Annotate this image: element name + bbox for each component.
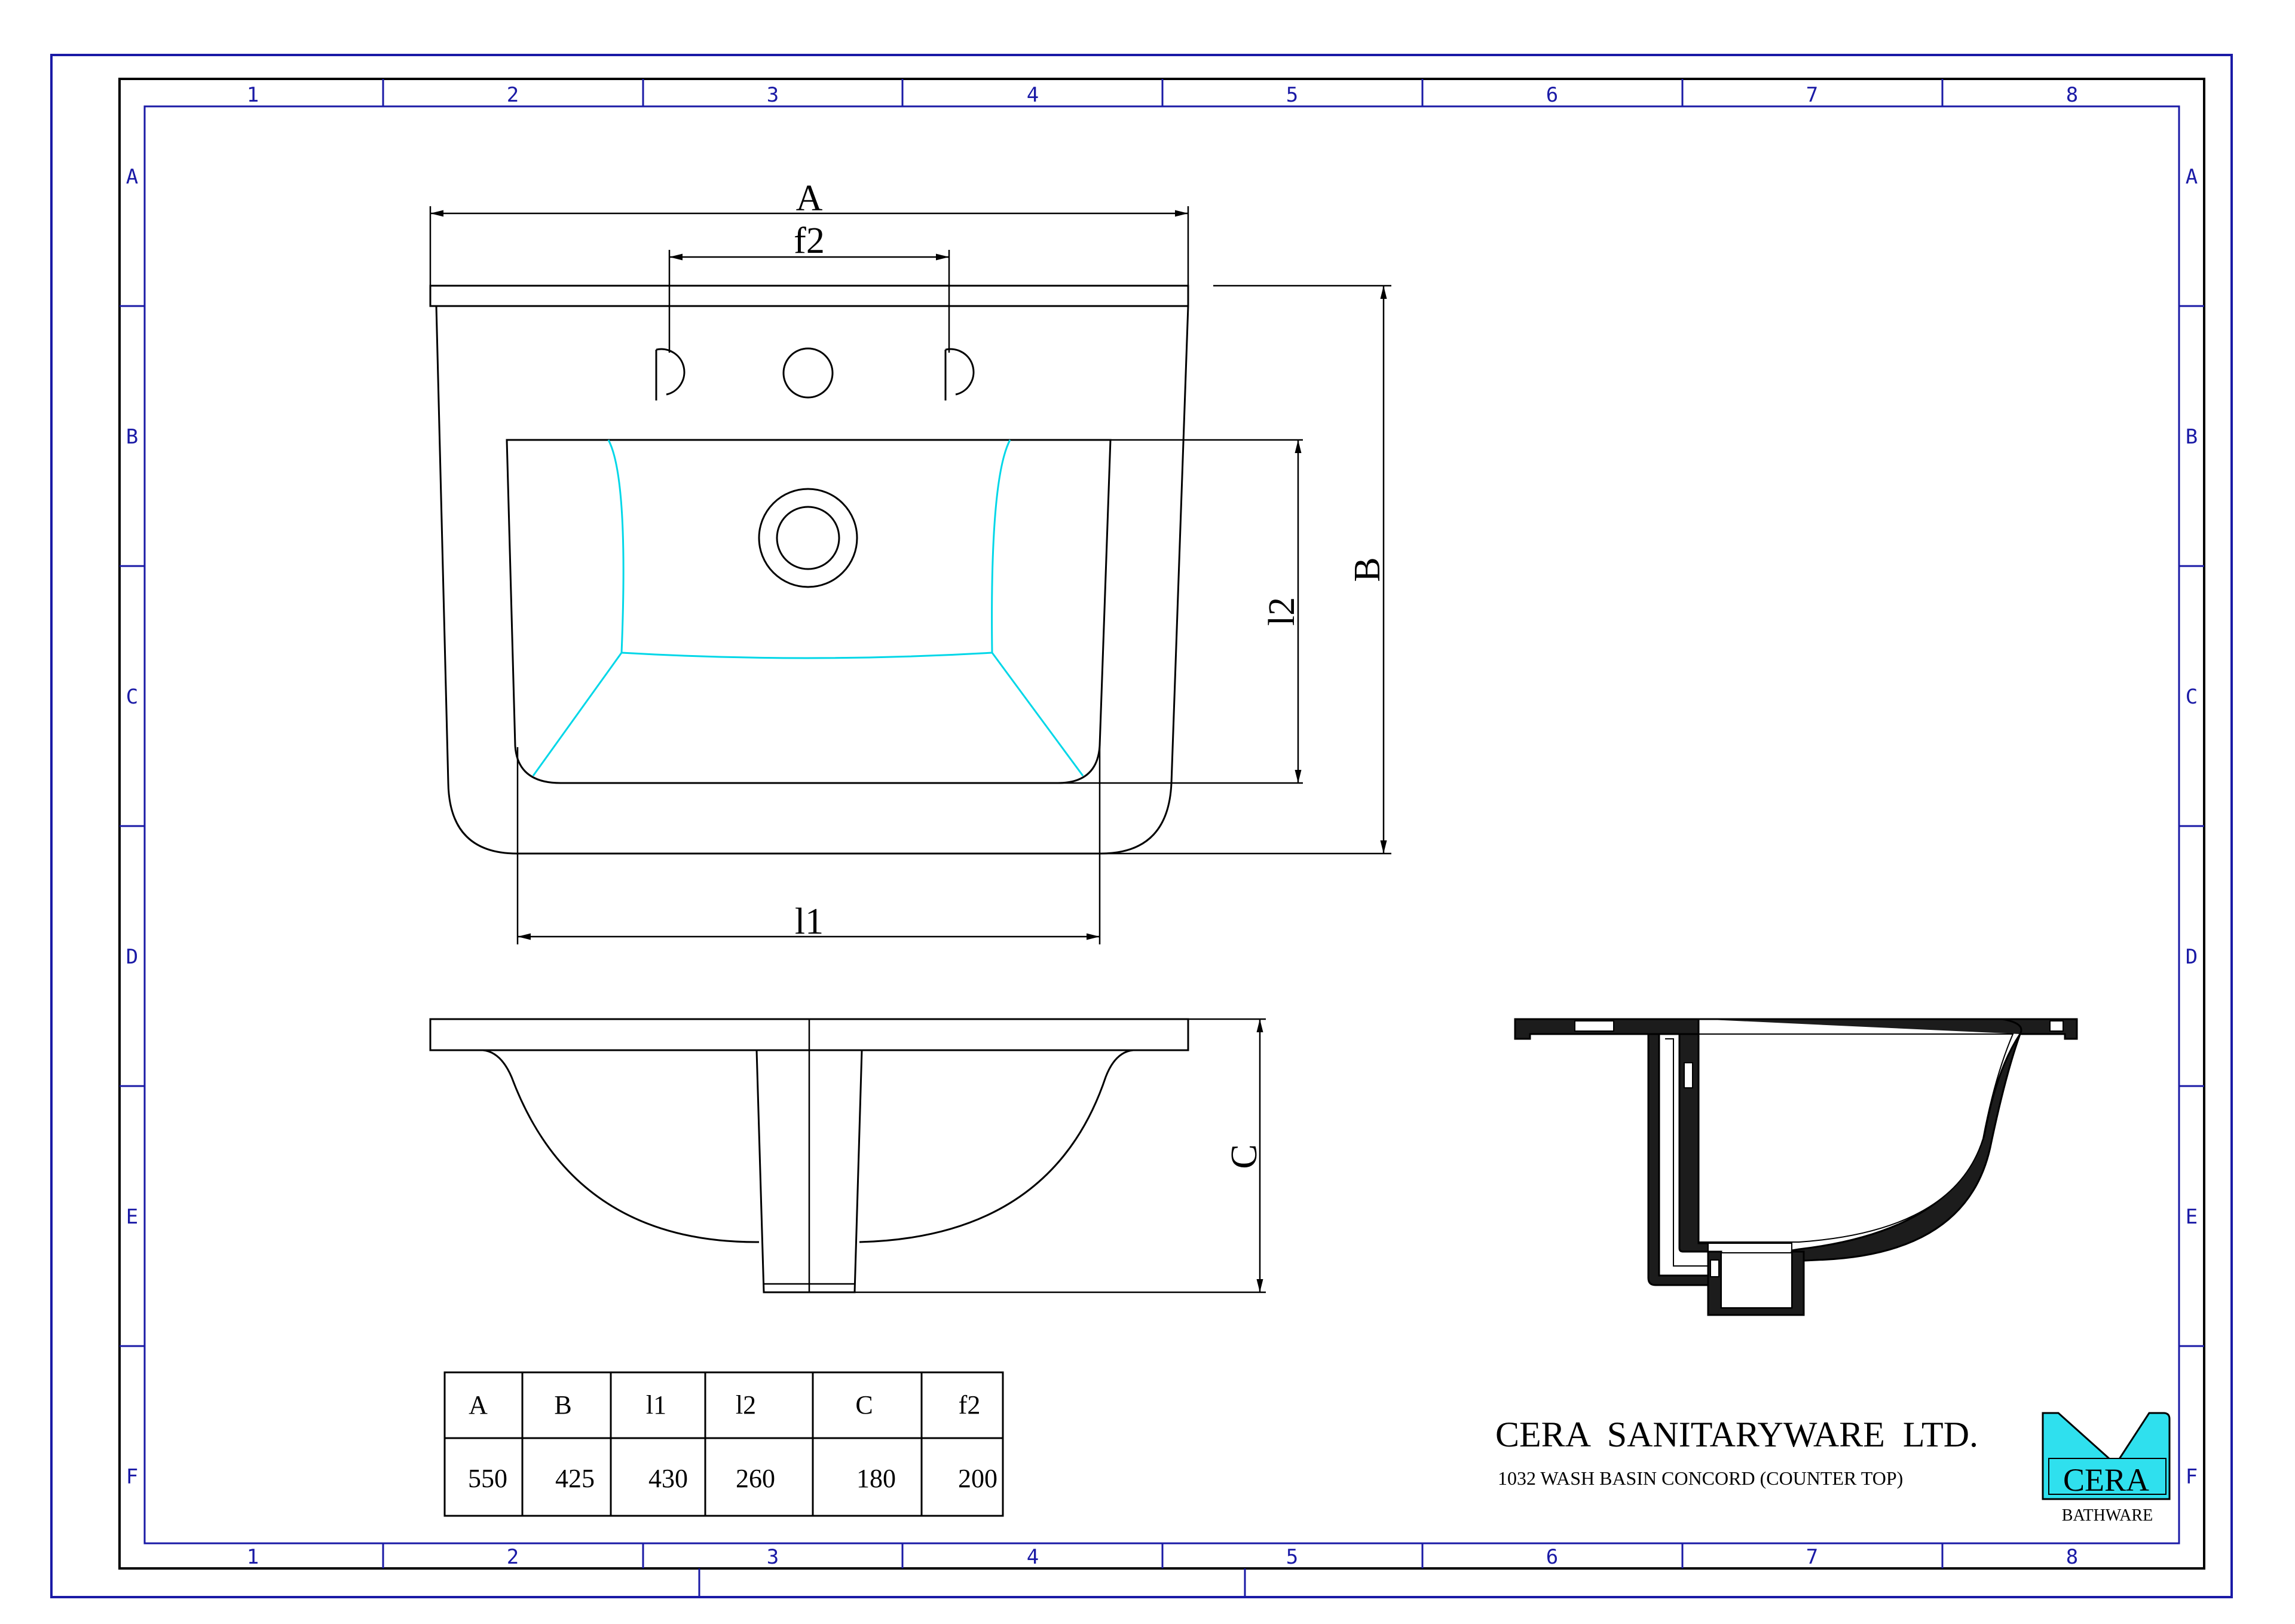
table-header-l1: l1 [646, 1390, 666, 1420]
side-view [429, 1018, 1189, 1293]
column-labels-top: 1 2 3 4 5 6 7 8 [247, 83, 2078, 107]
row-label-a: A [2186, 165, 2198, 189]
drain-inner [776, 506, 840, 570]
col-label-4: 4 [1027, 83, 1039, 107]
row-label-a: A [126, 165, 138, 189]
drain-outer [758, 488, 858, 588]
row-label-d: D [2186, 945, 2198, 969]
top-view-dimensions: A f2 B l2 l1 [429, 178, 1391, 944]
col-label-5: 5 [1286, 83, 1298, 107]
col-label-1: 1 [247, 1545, 259, 1569]
col-label-2: 2 [507, 1545, 519, 1569]
column-dividers [382, 79, 1944, 1568]
company-name: CERA SANITARYWARE LTD. [1495, 1415, 1978, 1454]
table-header-a: A [469, 1390, 488, 1420]
col-label-4: 4 [1027, 1545, 1039, 1569]
col-label-8: 8 [2066, 83, 2078, 107]
col-label-7: 7 [1806, 83, 1818, 107]
top-view [429, 285, 1189, 855]
tap-hole-left [655, 348, 686, 400]
col-label-7: 7 [1806, 1545, 1818, 1569]
tap-hole-right [944, 348, 975, 400]
dim-label-b: B [1347, 557, 1388, 582]
column-labels-bottom: 1 2 3 4 5 6 7 8 [247, 1545, 2078, 1569]
col-label-2: 2 [507, 83, 519, 107]
table-value-c: 180 [856, 1464, 896, 1493]
dim-label-a: A [796, 178, 823, 219]
row-label-f: F [2186, 1465, 2198, 1489]
row-dividers [120, 305, 2204, 1347]
row-label-e: E [2186, 1205, 2198, 1229]
dim-label-c: C [1224, 1144, 1265, 1169]
row-label-b: B [2186, 425, 2198, 449]
logo-text: CERA [2063, 1462, 2149, 1498]
table-value-b: 425 [555, 1464, 595, 1493]
col-label-3: 3 [767, 1545, 779, 1569]
col-label-3: 3 [767, 83, 779, 107]
col-label-5: 5 [1286, 1545, 1298, 1569]
tap-hole-center [782, 347, 834, 399]
row-label-e: E [126, 1205, 138, 1229]
col-label-6: 6 [1546, 1545, 1558, 1569]
col-label-1: 1 [247, 83, 259, 107]
section-view [1514, 1018, 2078, 1316]
table-header-c: C [855, 1390, 873, 1420]
row-label-d: D [126, 945, 138, 969]
table-header-f2: f2 [959, 1390, 981, 1420]
table-header-b: B [554, 1390, 571, 1420]
side-view-dimensions: C [855, 1018, 1266, 1293]
dim-label-l1: l1 [795, 901, 824, 942]
table-header-l2: l2 [736, 1390, 756, 1420]
dim-label-l2: l2 [1262, 597, 1302, 626]
table-value-a: 550 [468, 1464, 507, 1493]
row-labels-right: A B C D E F [2186, 165, 2198, 1489]
col-label-8: 8 [2066, 1545, 2078, 1569]
row-label-f: F [126, 1465, 138, 1489]
drawing-description: 1032 WASH BASIN CONCORD (COUNTER TOP) [1498, 1467, 1903, 1489]
title-block: CERA SANITARYWARE LTD. 1032 WASH BASIN C… [1495, 1415, 1978, 1489]
table-value-l1: 430 [648, 1464, 688, 1493]
table-value-l2: 260 [736, 1464, 775, 1493]
col-label-6: 6 [1546, 83, 1558, 107]
table-value-f2: 200 [958, 1464, 997, 1493]
row-label-b: B [126, 425, 138, 449]
dim-label-f2: f2 [794, 221, 825, 261]
row-label-c: C [2186, 685, 2198, 709]
logo-subtext: BATHWARE [2062, 1506, 2153, 1525]
dimension-table: A B l1 l2 C f2 550 425 430 260 180 200 [443, 1371, 1004, 1517]
cera-logo: CERA BATHWARE [2042, 1412, 2171, 1525]
row-label-c: C [126, 685, 138, 709]
row-labels-left: A B C D E F [126, 165, 138, 1489]
